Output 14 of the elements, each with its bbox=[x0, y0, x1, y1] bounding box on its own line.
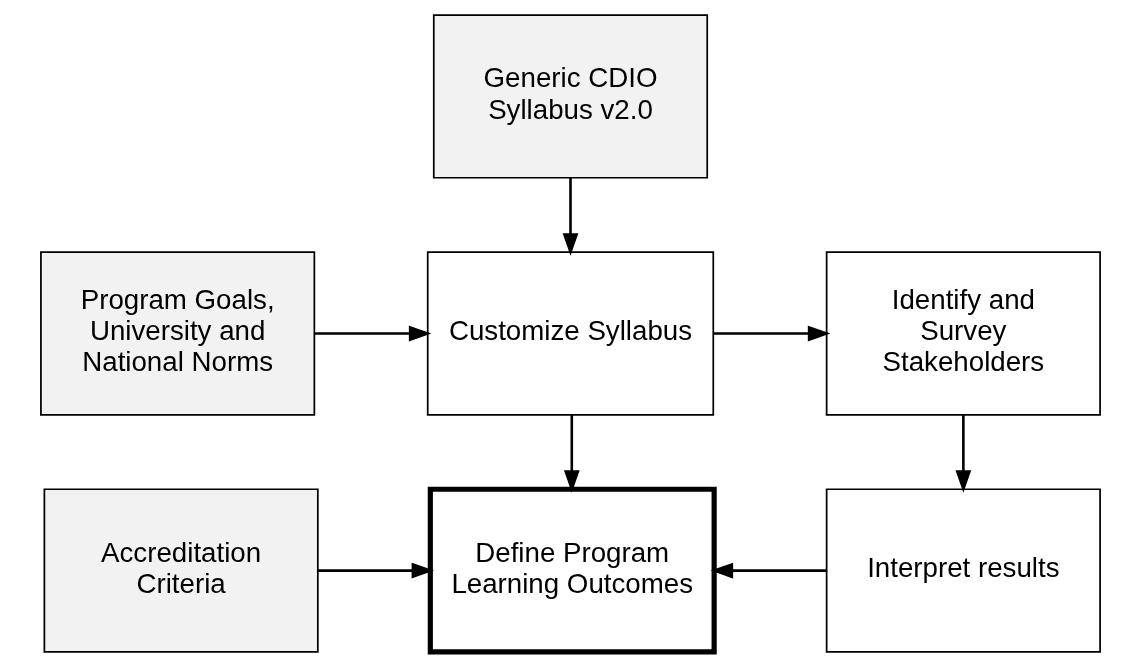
arrow bbox=[710, 562, 827, 579]
arrow bbox=[314, 325, 432, 342]
node-box: Define Program Learning Outcomes bbox=[427, 486, 717, 655]
arrow bbox=[562, 178, 579, 256]
node-box: Generic CDIO Syllabus v2.0 bbox=[432, 14, 709, 179]
arrow bbox=[955, 415, 972, 493]
node-box: Accreditation Criteria bbox=[43, 488, 319, 653]
arrow bbox=[713, 325, 831, 342]
node-box: Customize Syllabus bbox=[426, 251, 715, 416]
arrow bbox=[563, 415, 580, 493]
node-box: Interpret results bbox=[825, 488, 1101, 653]
node-box: Program Goals, University and National Norms bbox=[40, 251, 316, 416]
arrow bbox=[317, 562, 435, 579]
node-box: Identify and Survey Stakeholders bbox=[825, 251, 1101, 416]
